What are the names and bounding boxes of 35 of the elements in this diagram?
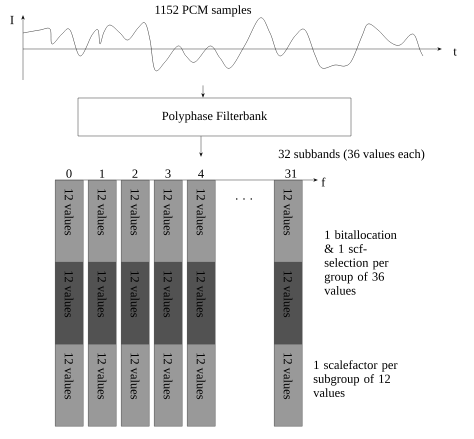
value-block: 12 values <box>154 262 182 344</box>
process-box: Polyphase Filterbank <box>78 98 352 136</box>
band-number: 3 <box>165 169 171 178</box>
band-number: 4 <box>198 170 204 178</box>
ellipsis: . . . <box>236 198 252 200</box>
value-block: 12 values <box>154 344 182 426</box>
value-block: 12 values <box>274 180 302 262</box>
value-block: 12 values <box>274 344 302 426</box>
band-number: 31 <box>285 169 296 178</box>
arrow <box>201 85 205 98</box>
value-block: 12 values <box>88 344 116 426</box>
scalefactor-note: 1 scalefactor per subgroup of 12 values <box>313 360 398 397</box>
signal-title: 1152 PCM samples <box>156 5 252 16</box>
subband-note: 32 subbands (36 values each) <box>278 149 424 161</box>
value-block: 12 values <box>121 344 150 426</box>
value-block: 12 values <box>55 262 84 344</box>
band-number: 0 <box>66 169 72 178</box>
band-number: 2 <box>132 170 138 178</box>
value-block: 12 values <box>88 262 116 344</box>
axis-label: f <box>322 178 326 186</box>
value-block: 12 values <box>187 344 216 426</box>
band-number: 1 <box>100 170 104 178</box>
value-block: 12 values <box>55 344 84 426</box>
value-block: 12 values <box>55 180 84 262</box>
allocation-note: 1 bitallocation & 1 scf-selection per group of 36 values <box>324 230 397 295</box>
value-block: 12 values <box>274 262 302 344</box>
value-block: 12 values <box>187 180 216 262</box>
value-block: 12 values <box>88 180 116 262</box>
axis-label: t <box>453 48 457 56</box>
value-block: 12 values <box>121 262 150 344</box>
value-block: 12 values <box>154 180 182 262</box>
value-block: 12 values <box>121 180 150 262</box>
axis-label: I <box>10 16 14 24</box>
value-block: 12 values <box>187 262 216 344</box>
arrow <box>199 136 203 157</box>
